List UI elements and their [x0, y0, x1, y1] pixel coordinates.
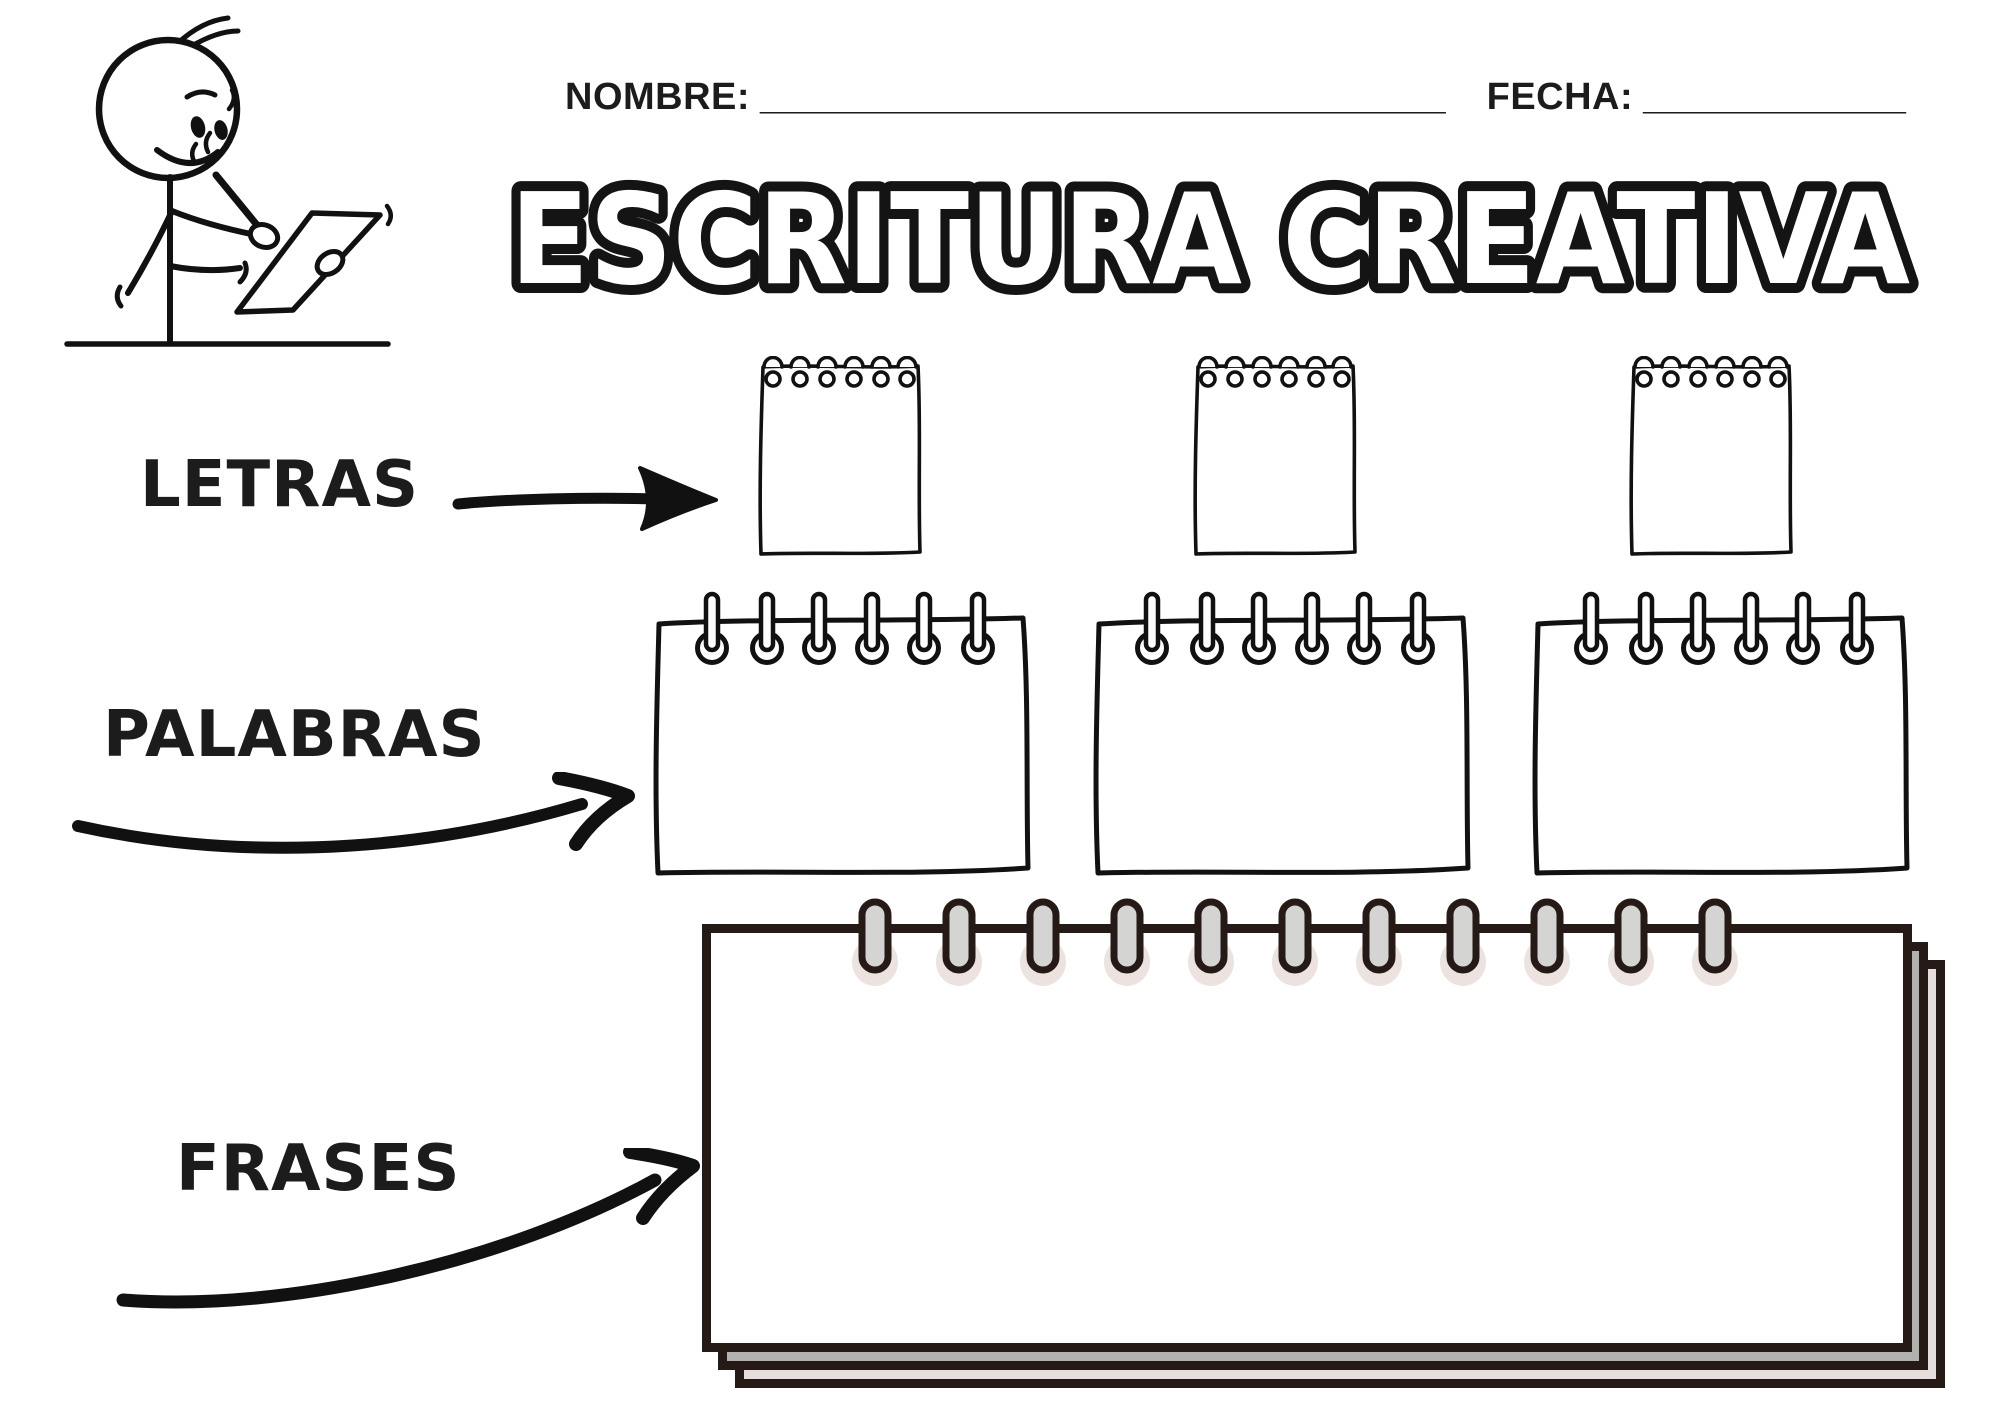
letras-notepad-1[interactable] — [753, 356, 927, 560]
title-fill-layer: ESCRITURA CREATIVA — [510, 166, 1910, 313]
date-line-field[interactable]: _____________ — [1643, 76, 1906, 118]
letras-arrow-right-icon — [452, 466, 718, 531]
notebook-binder-rings-icon — [852, 898, 1738, 986]
date-label: FECHA: — [1486, 76, 1634, 118]
palabras-label: PALABRAS — [103, 698, 486, 772]
palabras-notepad-1[interactable] — [645, 588, 1037, 882]
page-title: ESCRITURA CREATIVA ESCRITURA CREATIVA — [500, 156, 1920, 323]
palabras-arrow-curved-icon — [72, 772, 635, 854]
letras-notepad-3[interactable] — [1624, 356, 1798, 560]
frases-label: FRASES — [176, 1132, 461, 1206]
header-id-row: NOMBRE:_________________________________… — [565, 76, 1906, 119]
name-line-field[interactable]: __________________________________ — [760, 76, 1446, 118]
name-label: NOMBRE: — [565, 76, 751, 118]
writer-stick-figure-icon — [64, 15, 393, 347]
title-outline-layer: ESCRITURA CREATIVA — [510, 166, 1910, 313]
letras-label: LETRAS — [140, 448, 420, 522]
palabras-notepad-2[interactable] — [1085, 588, 1477, 882]
palabras-notepad-3[interactable] — [1524, 588, 1916, 882]
letras-notepad-2[interactable] — [1188, 356, 1362, 560]
frases-arrow-curved-icon — [116, 1148, 700, 1309]
frases-notebook — [700, 898, 1970, 1414]
